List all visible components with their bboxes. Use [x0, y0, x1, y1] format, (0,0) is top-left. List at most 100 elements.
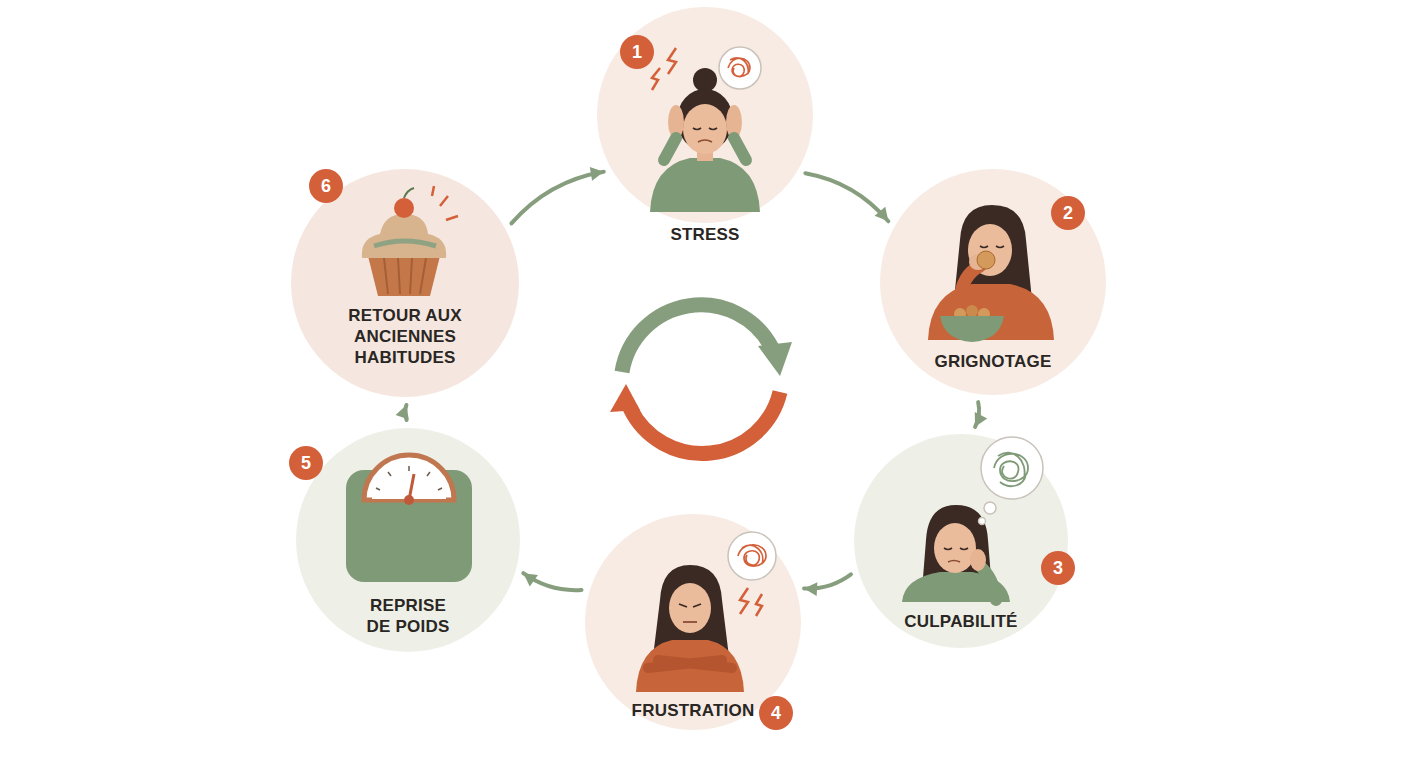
cycle-icon-part: [630, 392, 780, 453]
cycle-arrow: [975, 402, 987, 427]
snacking-figure-part: [928, 284, 1054, 340]
guilt-figure-part: [902, 572, 1010, 602]
frustration-figure-part: [728, 532, 776, 580]
cycle-icon-part: [758, 342, 792, 376]
arrow-head: [975, 412, 987, 427]
step-circle: 3CULPABILITÉ: [854, 434, 1068, 648]
frustration-figure: [636, 532, 776, 692]
guilt-figure: [902, 437, 1043, 602]
snacking-figure-part: [960, 266, 980, 300]
stress-figure-part: [719, 47, 761, 89]
cupcake-illustration-part: [384, 258, 426, 294]
guilt-figure-part: [981, 437, 1043, 499]
snacking-figure-part: [968, 224, 1012, 276]
step-label: GRIGNOTAGE: [893, 351, 1093, 372]
step-number: 1: [620, 35, 654, 69]
step-label: STRESS: [605, 224, 805, 245]
stress-figure: [650, 47, 761, 212]
snacking-figure-part: [954, 205, 1032, 300]
guilt-figure-part: [980, 566, 996, 600]
snacking-figure-part: [977, 251, 995, 269]
frustration-figure-part: [756, 594, 762, 616]
stress-figure-part: [664, 138, 746, 160]
cycle-arrow: [523, 573, 581, 590]
cycle-icon: [610, 305, 792, 454]
step-circle: 5REPRISE DE POIDS: [296, 428, 520, 652]
cycle-arrow: [396, 405, 409, 420]
arrow-head: [523, 573, 538, 586]
frustration-figure-part: [636, 640, 744, 692]
cupcake-illustration: [362, 186, 458, 296]
frustration-figure-part: [652, 565, 730, 665]
guilt-figure-part: [944, 548, 968, 550]
cupcake-illustration-part: [374, 241, 436, 246]
step-label: REPRISE DE POIDS: [358, 595, 458, 637]
stress-figure-part: [652, 68, 660, 90]
stress-figure-part: [668, 105, 684, 139]
snacking-figure-part: [966, 305, 978, 317]
snacking-figure-part: [978, 308, 990, 320]
snacking-figure-part: [980, 246, 1004, 248]
cupcake-illustration-part: [394, 198, 414, 218]
frustration-figure-part: [669, 583, 711, 633]
step-label: FRUSTRATION: [593, 700, 793, 721]
guilt-figure-part: [970, 549, 986, 571]
guilt-figure-part: [922, 505, 992, 590]
cupcake-illustration-part: [368, 256, 440, 296]
cupcake-illustration-part: [404, 188, 414, 198]
stress-figure-part: [650, 158, 760, 212]
guilt-figure-part: [948, 561, 960, 563]
step-circle: 1STRESS: [597, 7, 813, 223]
scale-illustration-part: [376, 466, 442, 490]
stress-figure-part: [726, 105, 742, 139]
step-number: 3: [1041, 551, 1075, 585]
stress-figure-part: [693, 128, 717, 130]
scale-illustration-part: [409, 474, 414, 500]
frustration-figure-part: [679, 604, 701, 607]
arrow-line: [523, 573, 581, 590]
arrow-head: [804, 582, 817, 596]
guilt-figure-part: [979, 518, 986, 525]
stress-figure-part: [668, 48, 676, 74]
guilt-figure-part: [934, 523, 976, 573]
step-number: 2: [1051, 196, 1085, 230]
stress-figure-part: [693, 68, 717, 92]
snacking-figure: [928, 205, 1054, 342]
step-circle: 4FRUSTRATION: [585, 514, 801, 730]
arrow-line: [405, 405, 406, 420]
cupcake-illustration-part: [432, 186, 458, 220]
step-label: RETOUR AUX ANCIENNES HABITUDES: [310, 305, 500, 368]
step-number: 5: [289, 446, 323, 480]
stress-figure-part: [698, 140, 712, 142]
scale-illustration-part: [372, 497, 446, 499]
guilt-figure-part: [994, 453, 1028, 486]
frustration-figure-part: [648, 660, 732, 668]
arrow-head: [875, 207, 889, 221]
snacking-figure-part: [940, 316, 1004, 342]
step-number: 4: [759, 696, 793, 730]
guilt-figure-part: [984, 502, 996, 514]
arrow-line: [975, 402, 979, 427]
arrow-line: [511, 172, 603, 224]
cycle-arrow: [805, 173, 888, 221]
arrow-head: [590, 167, 604, 181]
cycle-arrow: [804, 574, 851, 596]
stress-figure-part: [677, 89, 733, 151]
cupcake-illustration-part: [362, 214, 446, 258]
snacking-figure-part: [954, 308, 966, 320]
frustration-figure-part: [683, 621, 697, 623]
frustration-figure-part: [738, 545, 766, 566]
frustration-figure-part: [740, 588, 748, 614]
scale-illustration: [346, 455, 472, 582]
scale-illustration-part: [404, 495, 414, 505]
step-number: 6: [309, 169, 343, 203]
step-circle: 6RETOUR AUX ANCIENNES HABITUDES: [291, 169, 519, 397]
stress-figure-part: [697, 145, 713, 161]
step-circle: 2GRIGNOTAGE: [880, 169, 1106, 395]
snacking-figure-part: [969, 254, 987, 270]
stress-figure-part: [683, 104, 727, 154]
